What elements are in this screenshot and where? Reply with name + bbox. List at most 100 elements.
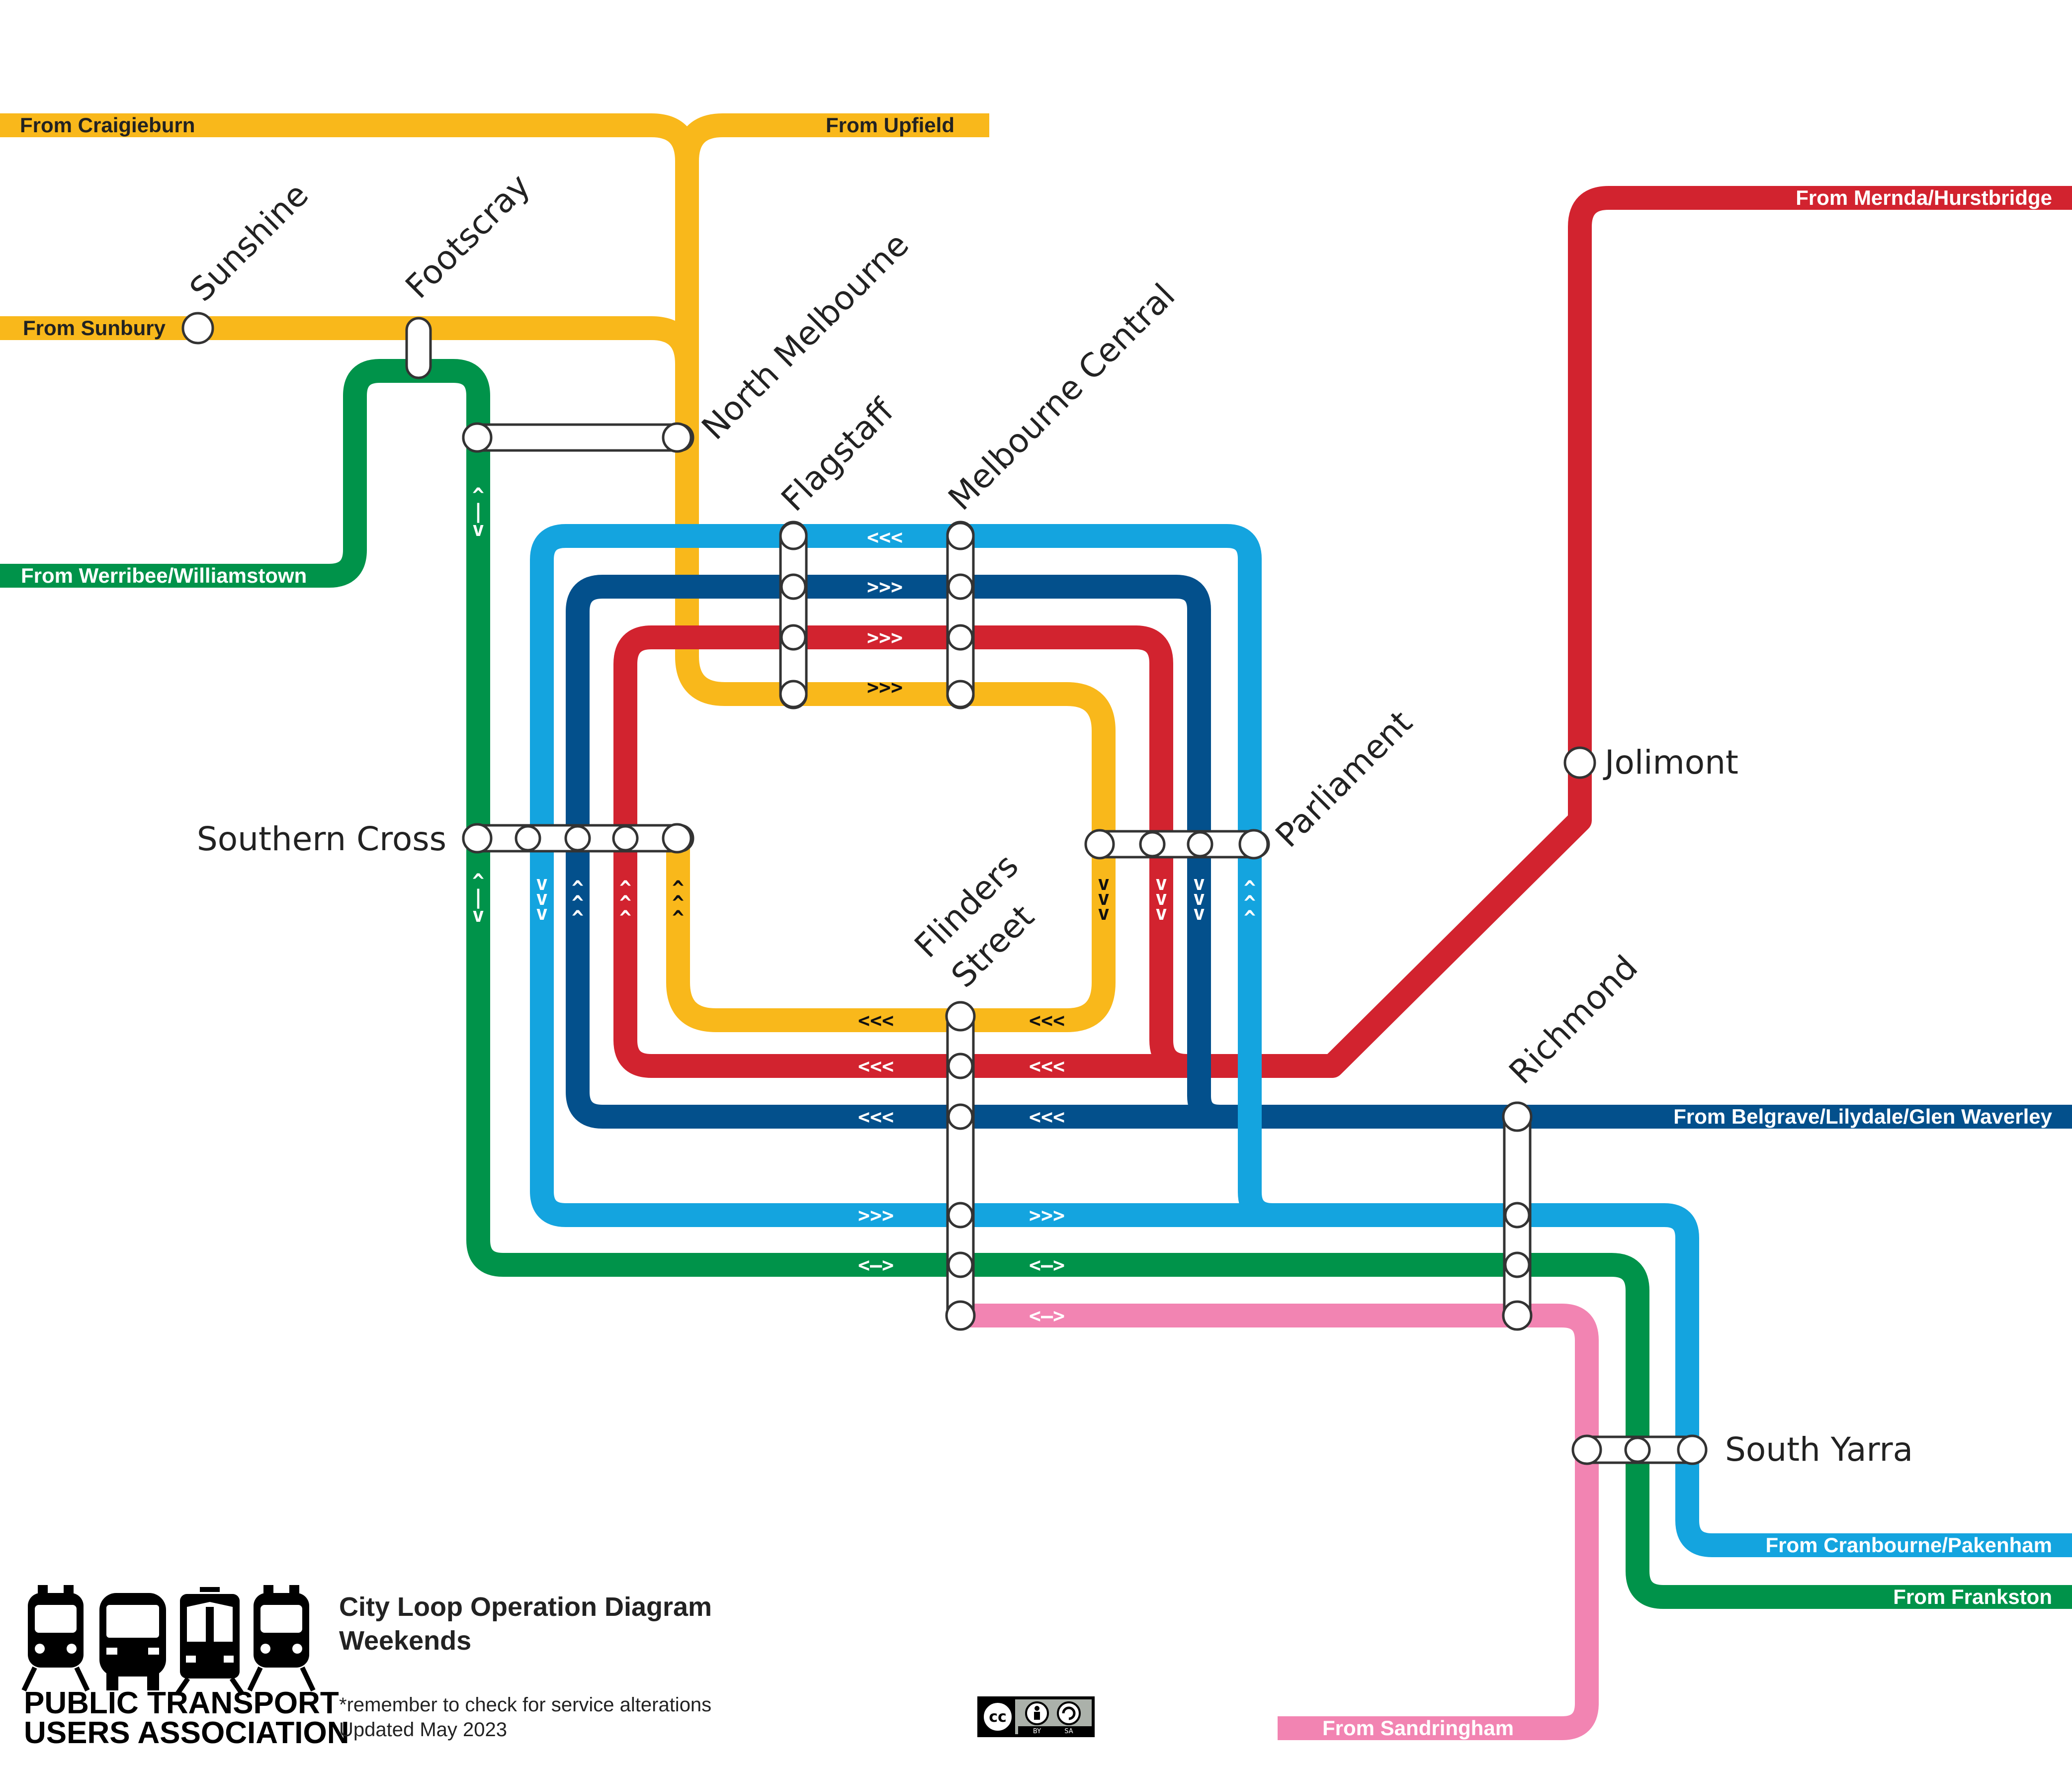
- svg-text:v: v: [472, 904, 484, 927]
- station-node: [947, 1251, 974, 1278]
- station-node: [945, 1300, 976, 1331]
- green-track: [0, 359, 2072, 1609]
- red-line: [613, 186, 2072, 1078]
- svg-text:^: ^: [619, 877, 631, 900]
- svg-text:v: v: [536, 887, 548, 910]
- dark-blue-loop-track: [566, 575, 2072, 1129]
- station-node: [1571, 1434, 1602, 1465]
- svg-text:v: v: [536, 902, 548, 925]
- station-node: [1139, 831, 1166, 858]
- cc-icon: [982, 1701, 1014, 1733]
- station-name-parliament: Parliament: [1268, 703, 1420, 855]
- station-name-south-yarra: South Yarra: [1725, 1430, 1913, 1469]
- svg-text:^: ^: [472, 484, 484, 507]
- station-name-jolimont: Jolimont: [1603, 743, 1738, 782]
- updated-date: Updated May 2023: [339, 1719, 507, 1741]
- svg-text:|: |: [472, 886, 484, 909]
- light-blue-loop-track: [530, 524, 2072, 1557]
- svg-text:^: ^: [1244, 892, 1256, 915]
- origin-label-upfield: From Upfield: [826, 113, 954, 137]
- station-node: [947, 573, 974, 600]
- svg-text:v: v: [1193, 902, 1205, 925]
- service-note: *remember to check for service alteratio…: [339, 1694, 711, 1716]
- marker-dark-blue-bottom-left: <<<: [858, 1106, 894, 1129]
- marker-yellow-left-vertical: ^ ^ ^: [672, 877, 684, 930]
- station-name-southern-cross: Southern Cross: [197, 820, 446, 858]
- station-node: [947, 1202, 974, 1229]
- svg-text:v: v: [1155, 872, 1167, 895]
- station-node: [945, 1001, 976, 1032]
- station-node: [462, 422, 493, 453]
- svg-text:^: ^: [572, 877, 584, 900]
- marker-dark-blue-bottom-right: <<<: [1029, 1106, 1065, 1129]
- station-node: [1624, 1436, 1651, 1463]
- pink-track: [960, 1304, 1599, 1740]
- station-node: [1502, 1300, 1533, 1331]
- origin-label-cranbourne: From Cranbourne/Pakenham: [1766, 1533, 2052, 1557]
- origin-label-belgrave: From Belgrave/Lilydale/Glen Waverley: [1673, 1105, 2052, 1128]
- station-stop-flinders-street[interactable]: [946, 1001, 975, 1330]
- svg-text:v: v: [1098, 872, 1110, 895]
- green-line: [0, 359, 2072, 1609]
- train-icon: [21, 1585, 90, 1692]
- svg-text:BY: BY: [1033, 1728, 1041, 1735]
- svg-text:^: ^: [672, 892, 684, 915]
- svg-text:v: v: [472, 518, 484, 541]
- svg-text:^: ^: [1244, 877, 1256, 900]
- diagram-subtitle: Weekends: [339, 1626, 471, 1656]
- cc-license-badge: cc BY SA: [977, 1696, 1095, 1737]
- svg-text:^: ^: [472, 870, 484, 893]
- station-node: [1504, 1202, 1531, 1229]
- bus-icon: [99, 1593, 166, 1690]
- svg-text:v: v: [1098, 887, 1110, 910]
- station-name-melbourne-central: Melbourne Central: [941, 276, 1183, 518]
- station-stop-north-melbourne[interactable]: [462, 423, 694, 452]
- pink-line: [960, 1304, 1599, 1740]
- ptua-logo: PUBLIC TRANSPORT USERS ASSOCIATION: [21, 1585, 349, 1750]
- origin-label-werribee: From Werribee/Williamstown: [21, 564, 307, 587]
- marker-yellow-bottom-left: <<<: [858, 1009, 894, 1032]
- org-name-line1: PUBLIC TRANSPORT: [24, 1686, 339, 1720]
- station-node: [662, 823, 692, 854]
- station-node: [1502, 1101, 1533, 1132]
- svg-text:^: ^: [672, 907, 684, 930]
- origin-label-sunbury: From Sunbury: [23, 316, 166, 340]
- svg-text:^: ^: [572, 907, 584, 930]
- station-node: [1187, 831, 1213, 858]
- yellow-sunbury-track: [0, 316, 699, 364]
- station-node: [662, 422, 692, 453]
- svg-text:^: ^: [619, 892, 631, 915]
- marker-red-top: >>>: [867, 626, 903, 649]
- station-name-flinders-street: Flinders Street: [907, 847, 1041, 995]
- svg-text:v: v: [1193, 887, 1205, 910]
- station-node: [462, 823, 493, 854]
- station-stop-jolimont[interactable]: [1563, 746, 1596, 779]
- station-node: [1504, 1251, 1531, 1278]
- origin-label-frankston: From Frankston: [1893, 1585, 2052, 1608]
- marker-red-left-vertical: ^ ^ ^: [619, 877, 631, 930]
- org-name-line2: USERS ASSOCIATION: [24, 1716, 349, 1750]
- station-node: [1238, 829, 1269, 860]
- svg-text:cc: cc: [989, 1708, 1007, 1726]
- marker-red-right-vertical: v v v: [1155, 872, 1167, 925]
- station-stop-sunshine[interactable]: [181, 312, 214, 345]
- svg-text:|: |: [472, 500, 484, 524]
- station-node: [612, 825, 639, 852]
- marker-light-blue-left-vertical: v v v: [536, 872, 548, 925]
- dark-blue-line: [566, 575, 2072, 1129]
- yellow-upfield-track: [675, 113, 989, 162]
- station-node: [946, 522, 975, 550]
- station-node: [947, 624, 974, 651]
- svg-text:^: ^: [1244, 907, 1256, 930]
- station-stop-footscray[interactable]: [405, 317, 432, 379]
- station-node: [947, 1053, 974, 1079]
- marker-red-bottom-right: <<<: [1029, 1055, 1065, 1078]
- origin-label-mernda: From Mernda/Hurstbridge: [1796, 186, 2052, 209]
- station-node: [564, 825, 591, 852]
- origin-label-sandringham: From Sandringham: [1322, 1716, 1514, 1740]
- svg-text:SA: SA: [1064, 1728, 1073, 1735]
- svg-text:v: v: [1155, 902, 1167, 925]
- svg-text:^: ^: [672, 877, 684, 900]
- marker-light-blue-top: <<<: [867, 526, 903, 549]
